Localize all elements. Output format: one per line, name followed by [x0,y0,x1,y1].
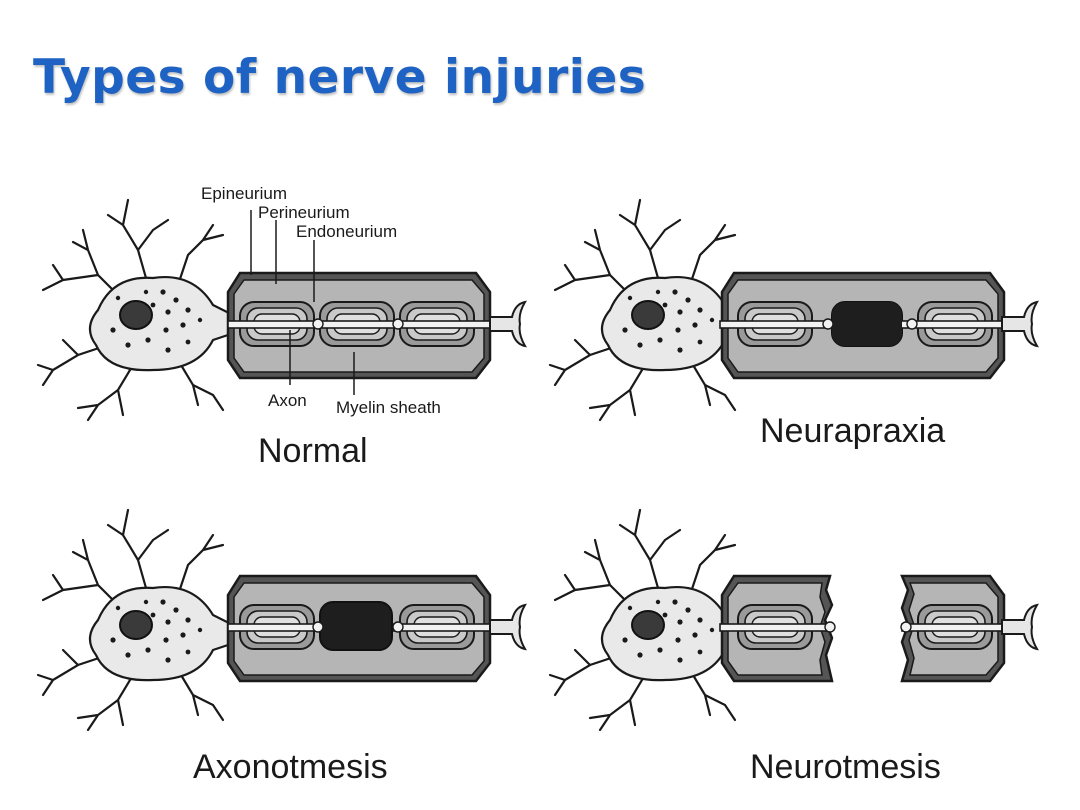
label-myelin-sheath: Myelin sheath [336,398,441,417]
label-endoneurium: Endoneurium [296,222,397,241]
caption-axonotmesis: Axonotmesis [193,748,388,786]
label-perineurium: Perineurium [258,203,350,222]
label-epineurium: Epineurium [201,184,287,203]
slide-title: Types of nerve injuries [33,50,647,105]
panel-neurapraxia: Neurapraxia [540,180,1060,480]
caption-neurapraxia: Neurapraxia [760,412,946,450]
axon-disruption-segment [319,601,393,651]
normal-nerve-illustration: Epineurium Perineurium Endoneurium Axon … [36,184,526,422]
label-axon: Axon [268,391,307,410]
caption-normal: Normal [258,432,368,470]
panel-axonotmesis: Axonotmesis [28,490,548,790]
axonotmesis-nerve-illustration [36,508,526,732]
panel-normal: Epineurium Perineurium Endoneurium Axon … [28,180,548,480]
neurotmesis-nerve-illustration [548,508,1038,732]
caption-neurotmesis: Neurotmesis [750,748,941,786]
panel-neurotmesis: Neurotmesis [540,490,1060,790]
neurapraxia-nerve-illustration [548,198,1038,422]
